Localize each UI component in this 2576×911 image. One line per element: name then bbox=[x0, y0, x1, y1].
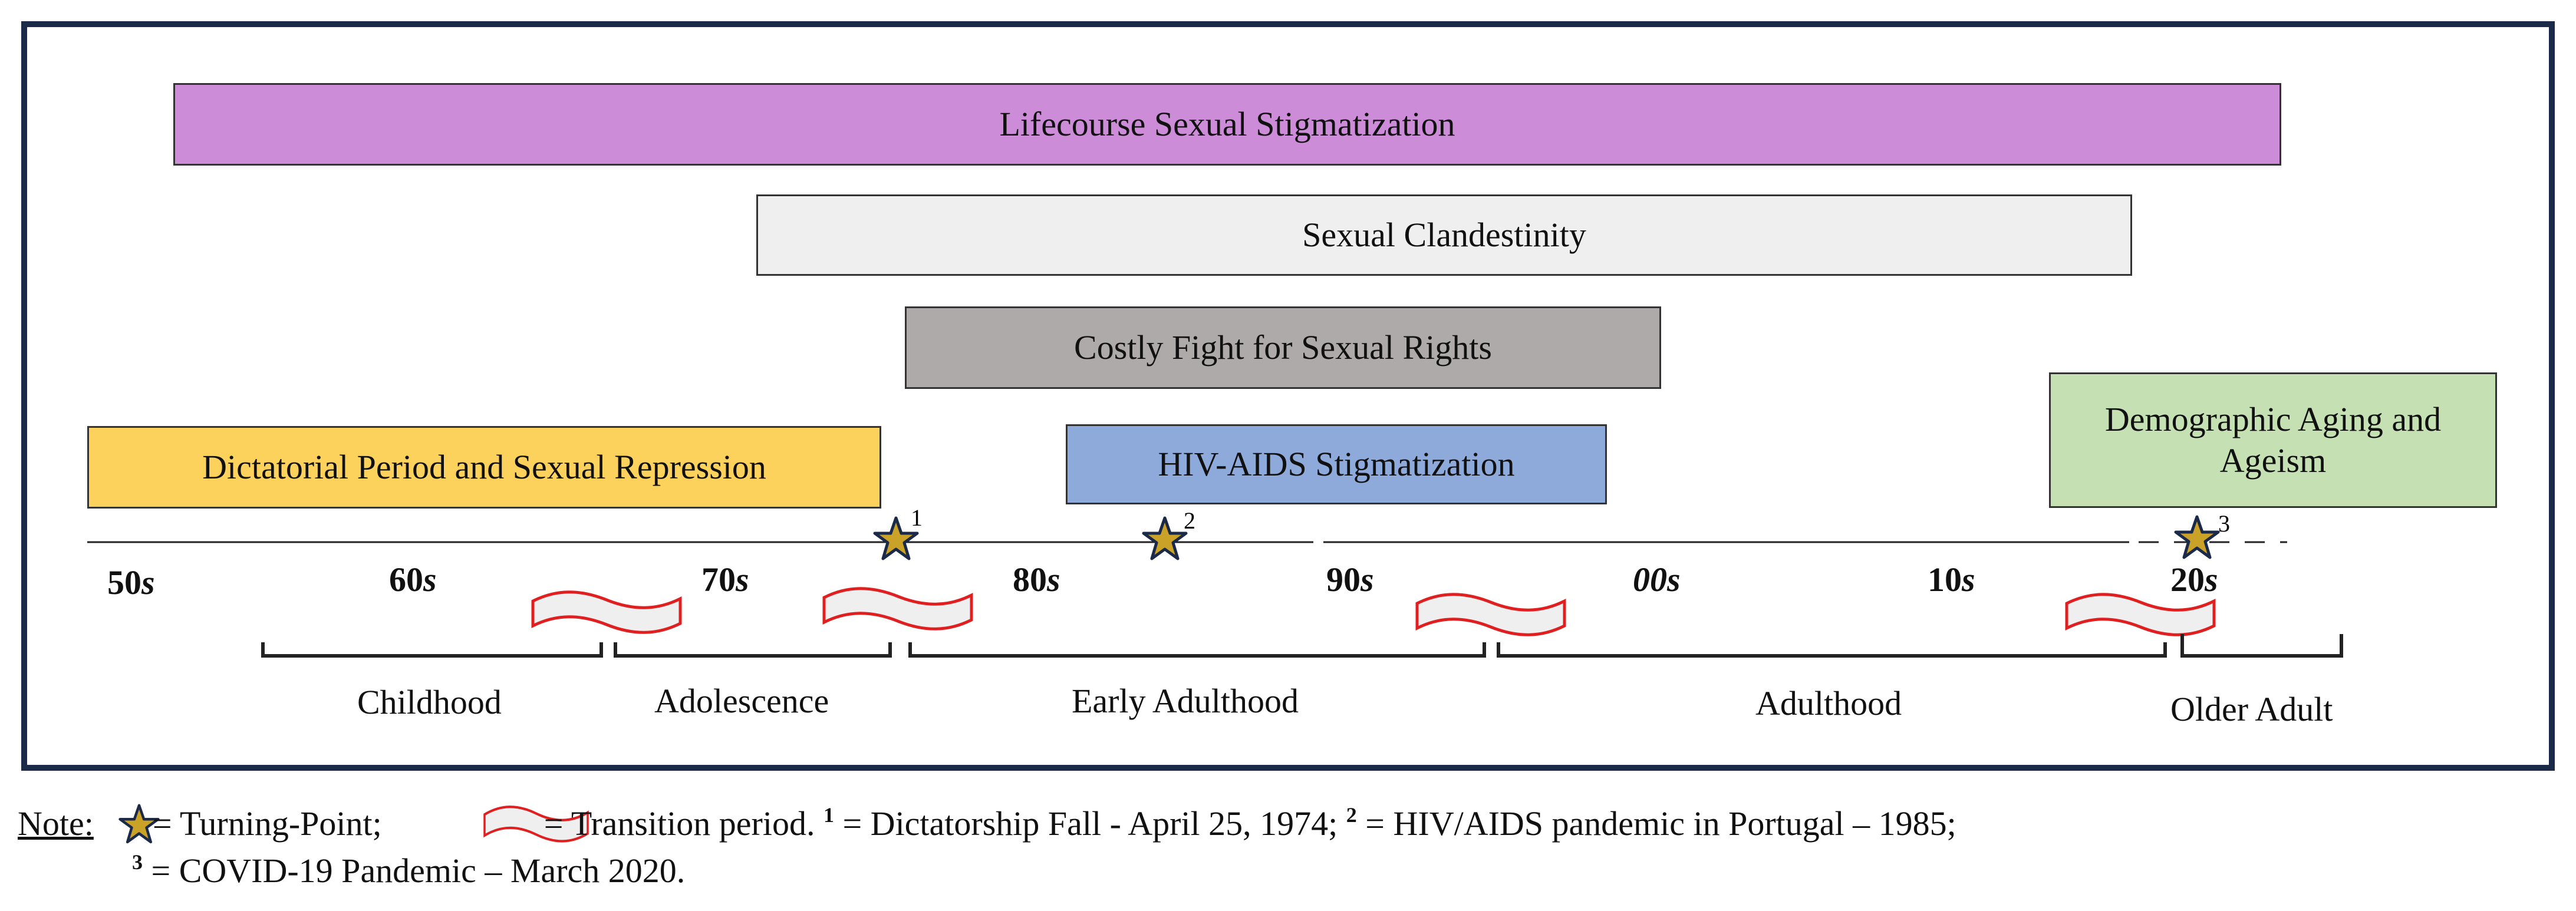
note-fn2-text: = HIV/AIDS pandemic in Portugal – 1985; bbox=[1356, 804, 1956, 843]
dictatorial-bar: Dictatorial Period and Sexual Repression bbox=[87, 426, 881, 509]
note-transition-text: = Transition period. bbox=[543, 804, 815, 843]
decade-50s: 50s bbox=[107, 563, 155, 602]
transition-period-adolescence-early-adulthood bbox=[824, 589, 971, 629]
decade-60s: 60s bbox=[389, 560, 437, 599]
turning-point-star-3 bbox=[2176, 517, 2218, 557]
decade-70s: 70s bbox=[701, 560, 749, 599]
older-adult-bracket bbox=[2180, 634, 2343, 658]
stage-early-adulthood: Early Adulthood bbox=[1072, 682, 1299, 720]
decade-90s: 90s bbox=[1326, 560, 1374, 599]
note-fn3-number: 3 bbox=[132, 850, 143, 874]
stage-adolescence: Adolescence bbox=[654, 682, 829, 720]
decade-20s: 20s bbox=[2170, 560, 2218, 599]
transition-period-childhood-adolescence bbox=[533, 592, 680, 633]
lifecourse-bar: Lifecourse Sexual Stigmatization bbox=[173, 83, 2281, 166]
turning-point-star-2 bbox=[1144, 518, 1186, 559]
turning-point-superscript-1: 1 bbox=[911, 504, 923, 531]
life-stage-brackets bbox=[261, 634, 2343, 658]
decade-00s: 00s bbox=[1633, 560, 1681, 599]
clandestinity-label: Sexual Clandestinity bbox=[1302, 216, 1586, 255]
stage-adulthood: Adulthood bbox=[1755, 684, 1902, 722]
note-fn1-number: 1 bbox=[823, 803, 834, 827]
note-turning-point-text: = Turning-Point; bbox=[152, 804, 382, 843]
dictatorial-label: Dictatorial Period and Sexual Repression bbox=[202, 448, 766, 487]
costly-fight-bar: Costly Fight for Sexual Rights bbox=[905, 306, 1661, 389]
adulthood-bracket bbox=[1497, 642, 2167, 658]
turning-point-superscript-2: 2 bbox=[1184, 507, 1195, 534]
costly-fight-label: Costly Fight for Sexual Rights bbox=[1074, 328, 1492, 367]
note-fn3-text: = COVID-19 Pandemic – March 2020. bbox=[143, 851, 686, 890]
note-fn2-number: 2 bbox=[1346, 803, 1357, 827]
hiv-aids-bar: HIV-AIDS Stigmatization bbox=[1066, 424, 1607, 504]
early-adulthood-bracket bbox=[908, 642, 1486, 658]
transition-period-early-adulthood-adulthood bbox=[1417, 595, 1564, 635]
stage-childhood: Childhood bbox=[357, 683, 502, 721]
note-line-1: Note: = Turning-Point; = Transition period… bbox=[18, 803, 1956, 843]
adolescence-bracket bbox=[614, 642, 892, 658]
decade-10s: 10s bbox=[1928, 560, 1975, 599]
stage-older-adult: Older Adult bbox=[2170, 690, 2333, 728]
demographic-bar: Demographic Aging and Ageism bbox=[2049, 372, 2497, 508]
diagram-frame bbox=[21, 21, 2555, 771]
transition-period-adulthood-older-adult bbox=[2067, 595, 2214, 635]
note-label: Note: bbox=[18, 804, 94, 843]
demographic-label-line2: Ageism bbox=[2219, 441, 2327, 480]
childhood-bracket bbox=[261, 642, 603, 658]
lifecourse-label: Lifecourse Sexual Stigmatization bbox=[999, 105, 1455, 144]
turning-point-superscript-3: 3 bbox=[2218, 510, 2230, 537]
hiv-aids-label: HIV-AIDS Stigmatization bbox=[1158, 445, 1515, 484]
note-fn1-text: = Dictatorship Fall - April 25, 1974; bbox=[834, 804, 1338, 843]
decade-80s: 80s bbox=[1013, 560, 1060, 599]
demographic-label-line1: Demographic Aging and bbox=[2104, 400, 2442, 439]
clandestinity-bar: Sexual Clandestinity bbox=[756, 194, 2132, 276]
note-line-2: 3 = COVID-19 Pandemic – March 2020. bbox=[132, 850, 685, 890]
